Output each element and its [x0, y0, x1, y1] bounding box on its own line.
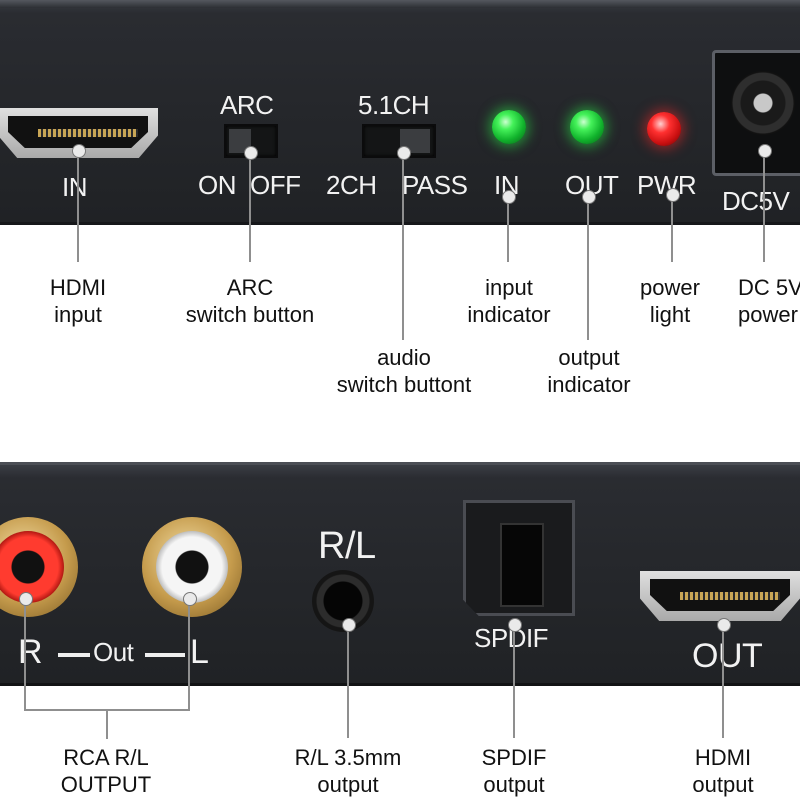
callout-line-input	[507, 196, 509, 262]
callout-line-power	[671, 194, 673, 262]
dc-power-jack	[712, 50, 800, 176]
hdmi-output-port	[640, 571, 800, 621]
callout-dot-audio	[397, 146, 411, 160]
callout-dot-rl	[342, 618, 356, 632]
callout-line-spdif	[513, 624, 515, 738]
output-led	[570, 110, 604, 144]
hdmi-in-label: IN	[62, 172, 88, 202]
audio-switch-title: 5.1CH	[358, 90, 430, 120]
callout-line-dc	[763, 150, 765, 262]
callout-dot-power	[666, 188, 680, 202]
input-led	[492, 110, 526, 144]
rca-r-label: R	[18, 633, 43, 671]
spdif-port	[463, 500, 575, 616]
callout-line-audio	[402, 152, 404, 340]
rca-right-jack	[0, 517, 78, 617]
callout-dot-hdmi-output	[717, 618, 731, 632]
callout-line-hdmi-input	[77, 150, 79, 262]
rca-l-label: L	[190, 633, 209, 671]
callout-dot-arc	[244, 146, 258, 160]
rca-out-rule-right	[145, 653, 185, 657]
callout-line-rl	[347, 624, 349, 738]
power-led	[647, 112, 681, 146]
callout-dot-input	[502, 190, 516, 204]
audio-2ch-label: 2CH	[326, 170, 377, 200]
callout-dot-hdmi-input	[72, 144, 86, 158]
callout-dot-output	[582, 190, 596, 204]
arc-off-label: OFF	[250, 170, 301, 200]
arc-switch-title: ARC	[220, 90, 274, 120]
callout-dot-rca-l	[183, 592, 197, 606]
callout-line-arc	[249, 152, 251, 262]
callout-line-output	[587, 196, 589, 340]
arc-on-label: ON	[198, 170, 237, 200]
hdmi-input-port	[0, 108, 158, 158]
rca-out-rule-left	[58, 653, 90, 657]
callout-line-rca-l	[188, 598, 190, 710]
callout-line-hdmi-output	[722, 624, 724, 738]
callout-line-rca-stem	[106, 709, 108, 739]
bottom-panel: R Out L R/L SPDIF OUT	[0, 462, 800, 686]
callout-dot-dc	[758, 144, 772, 158]
top-panel: IN ARC ON OFF 5.1CH 2CH PASS IN OUT PWR …	[0, 0, 800, 225]
audio-pass-label: PASS	[402, 170, 468, 200]
callout-dot-spdif	[508, 618, 522, 632]
callout-dot-rca-r	[19, 592, 33, 606]
dc-label: DC5V	[722, 186, 790, 216]
callout-line-rca-r	[24, 598, 26, 710]
rl-label: R/L	[318, 525, 376, 567]
rca-out-label: Out	[93, 637, 134, 667]
hdmi-out-label: OUT	[692, 637, 763, 675]
